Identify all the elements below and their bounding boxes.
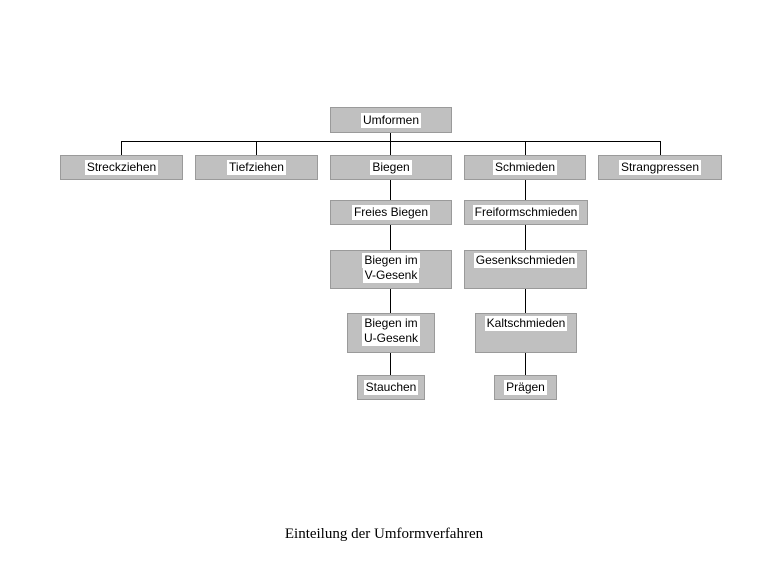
- node-streckziehen[interactable]: Streckziehen: [60, 155, 183, 180]
- connector-drop-strangpressen: [660, 141, 661, 155]
- node-stauchen[interactable]: Stauchen: [357, 375, 425, 400]
- connector-drop-streckziehen: [121, 141, 122, 155]
- node-umformen[interactable]: Umformen: [330, 107, 452, 133]
- node-label-freies-biegen: Freies Biegen: [351, 205, 431, 220]
- connector-kaltschmieden-to-praegen: [525, 353, 526, 375]
- node-biegen-im-v-gesenk[interactable]: Biegen im V-Gesenk: [330, 250, 452, 289]
- node-label-stauchen: Stauchen: [363, 380, 419, 395]
- node-praegen[interactable]: Prägen: [494, 375, 557, 400]
- connector-drop-schmieden: [525, 141, 526, 155]
- connector-schmieden-to-freiformschmieden: [525, 180, 526, 200]
- node-label-streckziehen: Streckziehen: [84, 160, 159, 175]
- connector-root-stem: [390, 133, 391, 142]
- node-freiformschmieden[interactable]: Freiformschmieden: [464, 200, 588, 225]
- connector-drop-tiefziehen: [256, 141, 257, 155]
- node-label-kaltschmieden: Kaltschmieden: [484, 316, 568, 331]
- connector-gesenkschmieden-to-kaltschmieden: [525, 289, 526, 313]
- node-kaltschmieden[interactable]: Kaltschmieden: [475, 313, 577, 353]
- node-label-strangpressen: Strangpressen: [618, 160, 702, 175]
- connector-drop-biegen: [390, 141, 391, 155]
- node-strangpressen[interactable]: Strangpressen: [598, 155, 722, 180]
- diagram-caption: Einteilung der Umformverfahren: [284, 526, 484, 542]
- node-label-gesenkschmieden: Gesenkschmieden: [473, 253, 578, 268]
- node-label-biegen-im-v-gesenk-line1: Biegen im: [362, 253, 420, 268]
- node-biegen[interactable]: Biegen: [330, 155, 452, 180]
- node-label-biegen-im-v-gesenk-line2: V-Gesenk: [362, 268, 420, 283]
- node-biegen-im-u-gesenk[interactable]: Biegen im U-Gesenk: [347, 313, 435, 353]
- connector-level1-bar: [121, 141, 661, 142]
- node-tiefziehen[interactable]: Tiefziehen: [195, 155, 318, 180]
- node-freies-biegen[interactable]: Freies Biegen: [330, 200, 452, 225]
- node-gesenkschmieden[interactable]: Gesenkschmieden: [464, 250, 587, 289]
- node-label-freiformschmieden: Freiformschmieden: [472, 205, 580, 220]
- connector-freies-biegen-to-v-gesenk: [390, 225, 391, 250]
- connector-u-gesenk-to-stauchen: [390, 353, 391, 375]
- connector-v-gesenk-to-u-gesenk: [390, 289, 391, 313]
- node-label-praegen: Prägen: [504, 380, 547, 395]
- node-label-biegen-im-u-gesenk-line2: U-Gesenk: [361, 331, 421, 346]
- node-label-schmieden: Schmieden: [492, 160, 558, 175]
- connector-biegen-to-freies-biegen: [390, 180, 391, 200]
- node-label-umformen: Umformen: [360, 112, 421, 128]
- connector-freiformschmieden-to-gesenkschmieden: [525, 225, 526, 250]
- node-label-biegen: Biegen: [370, 160, 412, 175]
- node-label-biegen-im-u-gesenk-line1: Biegen im: [362, 316, 420, 331]
- node-schmieden[interactable]: Schmieden: [464, 155, 586, 180]
- node-label-tiefziehen: Tiefziehen: [227, 160, 286, 175]
